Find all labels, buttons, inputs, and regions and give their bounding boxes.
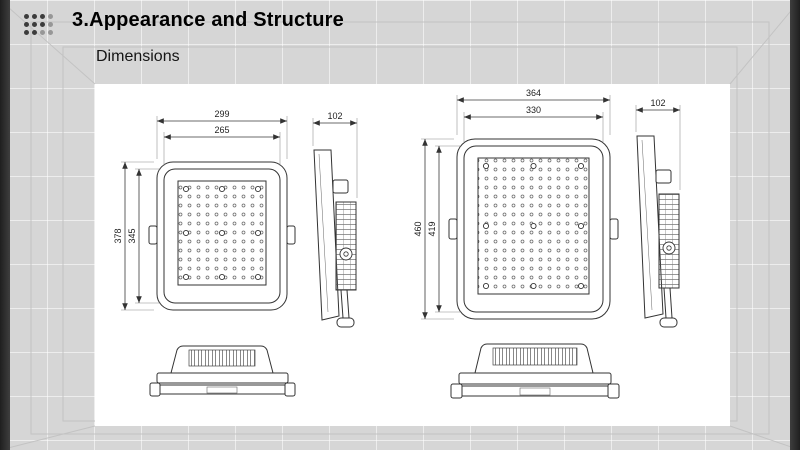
dot bbox=[32, 30, 37, 35]
slide-title: 3.Appearance and Structure bbox=[72, 9, 344, 31]
dot bbox=[32, 14, 37, 19]
dot bbox=[32, 22, 37, 27]
dot bbox=[48, 14, 53, 19]
dot bbox=[24, 14, 29, 19]
small-unit-bottom-view bbox=[149, 345, 296, 397]
dim-large-outer-height: 460 bbox=[413, 221, 423, 236]
dim-small-depth: 102 bbox=[327, 111, 342, 121]
dim-large-depth: 102 bbox=[650, 98, 665, 108]
dot bbox=[24, 22, 29, 27]
drawing-panel: 299 265 378 345 bbox=[95, 84, 730, 426]
large-unit-front-dimensions: 364 330 460 419 bbox=[413, 88, 611, 320]
large-unit-bottom-view bbox=[450, 343, 620, 399]
left-edge-bar bbox=[0, 0, 10, 450]
dimension-drawing: 299 265 378 345 bbox=[113, 88, 681, 399]
dot bbox=[40, 14, 45, 19]
right-edge-bar bbox=[790, 0, 800, 450]
dim-small-inner-width: 265 bbox=[214, 125, 229, 135]
small-unit-front-dimensions: 299 265 378 345 bbox=[113, 109, 288, 311]
dim-large-outer-width: 364 bbox=[526, 88, 541, 98]
dot bbox=[40, 22, 45, 27]
dim-small-inner-height: 345 bbox=[127, 228, 137, 243]
dim-large-inner-width: 330 bbox=[526, 105, 541, 115]
dim-small-outer-height: 378 bbox=[113, 228, 123, 243]
large-unit-side-dimensions: 102 bbox=[635, 98, 681, 190]
dot bbox=[24, 30, 29, 35]
dot bbox=[40, 30, 45, 35]
dot bbox=[48, 22, 53, 27]
small-unit-side-dimensions: 102 bbox=[312, 111, 358, 198]
large-unit-side-view bbox=[636, 135, 680, 328]
slide-subtitle: Dimensions bbox=[96, 48, 180, 65]
large-unit-front-view bbox=[448, 138, 619, 320]
dim-small-outer-width: 299 bbox=[214, 109, 229, 119]
dim-large-inner-height: 419 bbox=[427, 221, 437, 236]
dot bbox=[48, 30, 53, 35]
dots-logo-icon bbox=[24, 14, 56, 38]
small-unit-side-view bbox=[313, 149, 357, 328]
small-unit-front-view bbox=[148, 161, 296, 311]
